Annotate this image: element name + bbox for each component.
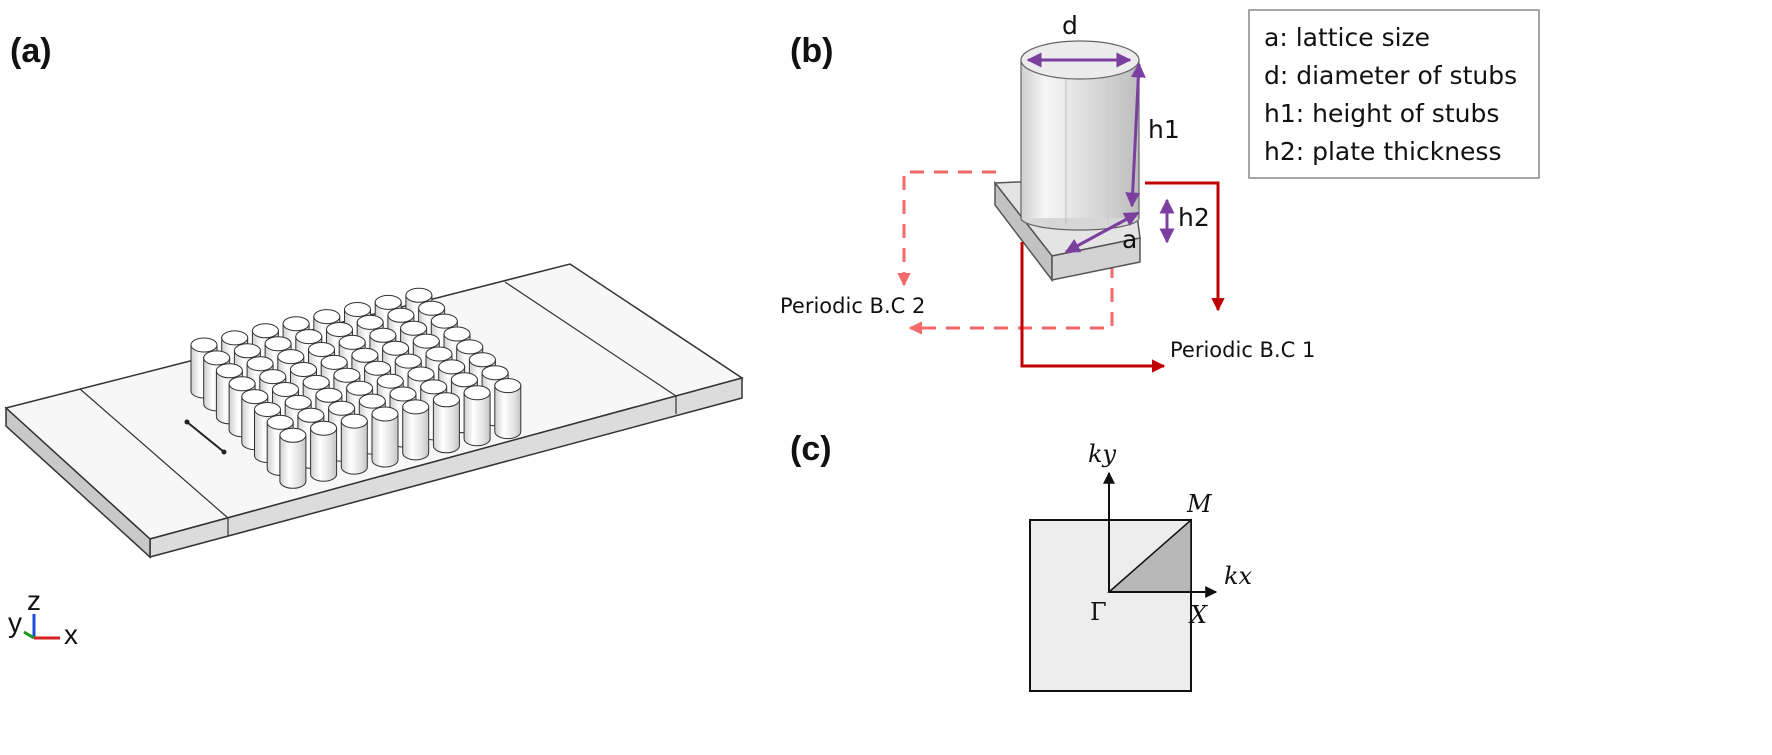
axis-x-label: x	[64, 619, 78, 650]
dim-h1-arrow	[1125, 62, 1146, 208]
brillouin-zone	[1029, 519, 1192, 692]
legend-item-h1: h1: height of stubs	[1264, 99, 1499, 128]
stub	[494, 378, 522, 440]
m-point-label: M	[1186, 490, 1213, 518]
dim-h2-label: h2	[1178, 203, 1210, 232]
panel-a: (a) z y x	[4, 32, 744, 650]
stub	[340, 413, 368, 475]
stub	[279, 427, 307, 489]
ky-label: ky	[1088, 440, 1117, 468]
bc2-path-left	[897, 170, 996, 287]
legend-box: a: lattice size d: diameter of stubs h1:…	[1248, 9, 1540, 179]
axis-triad: z y x	[8, 585, 78, 650]
bc1-path-left	[1020, 242, 1166, 373]
panel-b: (b) d h1 h2 a Peri	[780, 9, 1540, 373]
legend-item-h2: h2: plate thickness	[1264, 137, 1501, 166]
axis-z-label: z	[27, 585, 41, 616]
stub-array	[190, 287, 522, 489]
legend-item-d: d: diameter of stubs	[1264, 61, 1517, 90]
gamma-point-label: Γ	[1090, 598, 1107, 626]
dim-a-arrow	[1064, 211, 1140, 254]
stub	[432, 392, 460, 454]
stub	[310, 420, 338, 482]
panel-c: (c) ky kx Γ X M	[790, 430, 1253, 692]
x-point-label: X	[1188, 601, 1208, 629]
dim-h1-label: h1	[1148, 115, 1180, 144]
stub	[402, 399, 430, 461]
stub	[463, 385, 491, 447]
dim-a-label: a	[1122, 225, 1137, 254]
stub	[371, 406, 399, 468]
bc1-label: Periodic B.C 1	[1170, 338, 1315, 362]
panel-c-label: (c)	[790, 430, 832, 468]
panel-b-label: (b)	[790, 32, 833, 70]
axis-y-label: y	[8, 607, 22, 638]
bc2-label: Periodic B.C 2	[780, 294, 925, 318]
dim-d-label: d	[1062, 11, 1078, 40]
unit-cell	[993, 40, 1141, 283]
legend-item-a: a: lattice size	[1264, 23, 1430, 52]
bc2-path-right	[908, 240, 1114, 335]
bc1-path-right	[1145, 181, 1225, 312]
kx-label: kx	[1224, 562, 1253, 590]
panel-a-label: (a)	[10, 32, 52, 70]
